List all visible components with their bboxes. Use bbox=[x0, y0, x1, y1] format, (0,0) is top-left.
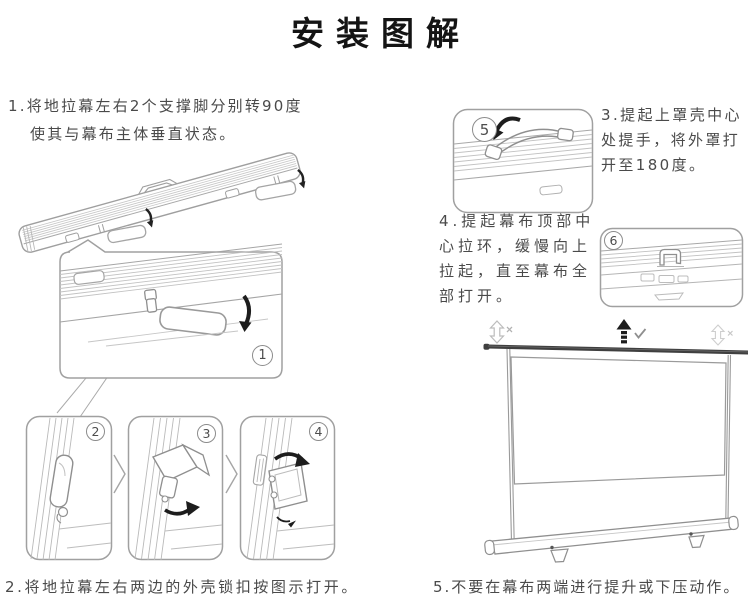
pull-ring-handle bbox=[659, 248, 682, 266]
base-case bbox=[484, 515, 739, 563]
right-side-rail bbox=[725, 354, 732, 521]
latch-tab-left bbox=[65, 232, 80, 243]
step-1-text: 1.将地拉幕左右2个支撑脚分别转90度 使其与幕布主体垂直状态。 bbox=[8, 92, 303, 148]
step-3-line-2: 处提手，将外罩打 bbox=[601, 131, 741, 149]
callout-5: 5 bbox=[472, 117, 497, 142]
rotate-arrow-head bbox=[295, 453, 310, 467]
step-3-line-1: 3.提起上罩壳中心 bbox=[601, 106, 742, 124]
callout-1: 1 bbox=[252, 345, 273, 366]
step-5-text: 5.不要在幕布两端进行提升或下压动作。 bbox=[433, 578, 741, 596]
case-edge-texture bbox=[134, 417, 181, 561]
step-4-line-4: 部打开。 bbox=[439, 287, 516, 305]
figure-pull-ring bbox=[599, 227, 744, 308]
figure-lock-opening bbox=[127, 415, 224, 561]
base-foot-right bbox=[688, 534, 705, 549]
latch-hardware bbox=[640, 273, 689, 283]
step-3-line-3: 开至180度。 bbox=[601, 156, 707, 174]
rotate-arrow-head bbox=[146, 220, 154, 228]
callout-6: 6 bbox=[604, 231, 623, 250]
rotate-arrow-head bbox=[298, 181, 306, 189]
cross-icon bbox=[506, 326, 513, 333]
case-top-texture bbox=[453, 134, 593, 172]
next-step-chevron-icon bbox=[113, 454, 126, 494]
step-4-line-1: 4.提起幕布顶部中 bbox=[439, 212, 595, 230]
carry-handle bbox=[138, 178, 178, 195]
callout-4: 4 bbox=[309, 422, 328, 441]
figure-lock-open bbox=[239, 415, 336, 561]
shell-lock-closed bbox=[49, 454, 74, 524]
lock-latch bbox=[144, 288, 158, 313]
rotate-arrow-head bbox=[239, 321, 252, 332]
support-foot-left bbox=[107, 224, 147, 244]
no-lift-left-icon bbox=[489, 320, 513, 344]
check-icon bbox=[634, 328, 647, 339]
case-top-texture bbox=[21, 154, 297, 242]
step-2-text: 2.将地拉幕左右两边的外壳锁扣按图示打开。 bbox=[5, 578, 359, 596]
left-side-rail bbox=[506, 348, 515, 543]
rotate-arrow-head bbox=[186, 501, 200, 516]
screen-top-bar bbox=[483, 343, 749, 355]
case-front-edges bbox=[600, 263, 743, 290]
support-foot bbox=[159, 306, 227, 336]
case-back-edge bbox=[600, 239, 743, 252]
figure-foot-detail bbox=[59, 239, 283, 379]
step-1-line-2: 使其与幕布主体垂直状态。 bbox=[30, 125, 237, 143]
latch-tab bbox=[73, 270, 105, 285]
figure-open-screen bbox=[483, 319, 749, 563]
shell-lock-open bbox=[252, 454, 308, 510]
case-back-edge bbox=[59, 243, 283, 272]
screen-surface bbox=[510, 356, 727, 485]
end-cap-hatch bbox=[22, 225, 36, 253]
page-title: 安装图解 bbox=[291, 14, 471, 53]
support-foot-right bbox=[254, 180, 297, 201]
latch-knob-right bbox=[273, 175, 281, 185]
latch-knob-left bbox=[97, 224, 105, 234]
latch-tab-right bbox=[225, 188, 240, 199]
case-front-edge bbox=[23, 167, 298, 245]
rotate-arrow-icon bbox=[494, 116, 521, 133]
next-step-chevron-icon bbox=[225, 454, 238, 494]
cross-icon bbox=[727, 330, 733, 336]
step-4-text: 4.提起幕布顶部中 心拉环，缓慢向上 拉起，直至幕布全 部打开。 bbox=[439, 209, 594, 309]
foot-shadow-line bbox=[105, 330, 239, 347]
case-top-texture bbox=[59, 247, 283, 300]
small-rotate-arrow-icon bbox=[276, 516, 291, 523]
callout-2: 2 bbox=[86, 422, 105, 441]
cover-handle bbox=[484, 127, 574, 161]
callout-3: 3 bbox=[197, 424, 216, 443]
rotate-arrow-icon bbox=[242, 294, 251, 325]
figure-closed-case bbox=[18, 152, 306, 253]
no-lift-right-icon bbox=[710, 324, 733, 346]
case-edge-texture bbox=[246, 417, 293, 561]
step-4-line-3: 拉起，直至幕布全 bbox=[439, 262, 592, 280]
bottom-tab bbox=[654, 292, 684, 301]
case-front-edge bbox=[453, 165, 593, 181]
step-4-line-2: 心拉环，缓慢向上 bbox=[439, 237, 592, 255]
step-1-line-1: 1.将地拉幕左右2个支撑脚分别转90度 bbox=[8, 97, 303, 115]
small-rotate-arrow-head bbox=[288, 520, 296, 528]
shell-lock-opening bbox=[151, 443, 211, 503]
figure-lock-closed bbox=[25, 415, 113, 561]
step-3-text: 3.提起上罩壳中心 处提手，将外罩打 开至180度。 bbox=[601, 103, 742, 178]
lift-up-arrow-icon bbox=[616, 319, 632, 344]
latch-tab bbox=[539, 184, 563, 196]
base-foot-left bbox=[550, 548, 569, 563]
case-body bbox=[18, 152, 301, 253]
case-bottom-lines bbox=[58, 522, 112, 549]
case-bottom-lines bbox=[164, 524, 223, 550]
case-bottom-lines bbox=[276, 524, 335, 550]
